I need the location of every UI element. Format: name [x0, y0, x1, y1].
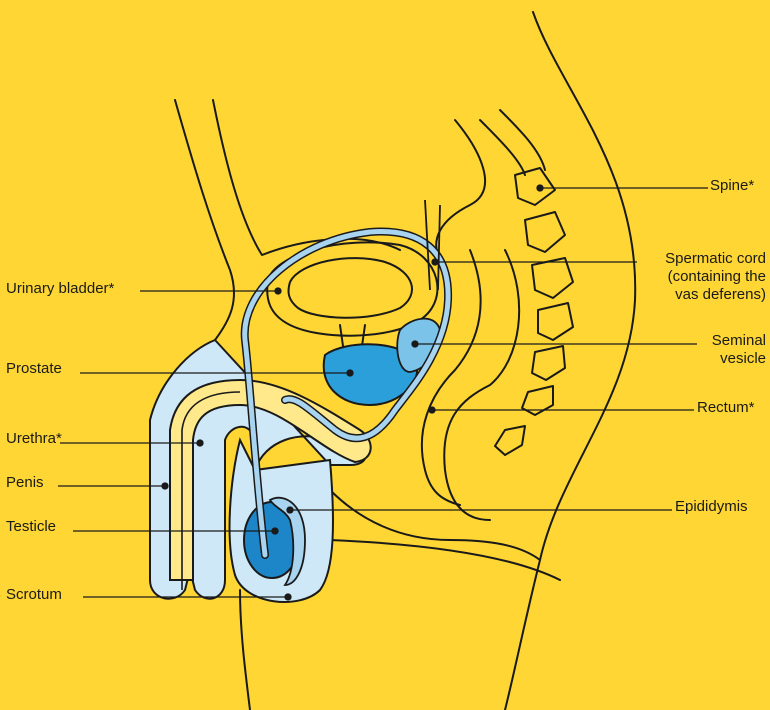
- thigh-outline-2: [330, 540, 560, 580]
- label-epididymis: Epididymis: [675, 498, 748, 516]
- label-testicle: Testicle: [6, 518, 56, 536]
- intestine-curve: [436, 120, 485, 260]
- perineum-outline: [330, 490, 540, 560]
- label-scrotum: Scrotum: [6, 586, 62, 604]
- label-rectum: Rectum*: [697, 399, 755, 417]
- label-spermatic-cord-line1: Spermatic cord: [665, 250, 766, 268]
- spermatic-cord-upper-2: [438, 205, 440, 290]
- label-urethra: Urethra*: [6, 430, 62, 448]
- bladder-inner: [289, 258, 412, 318]
- label-spermatic-cord-line2: (containing the: [665, 268, 766, 286]
- label-spermatic-cord-line3: vas deferens): [665, 286, 766, 304]
- label-penis: Penis: [6, 474, 44, 492]
- label-seminal-vesicle-line1: Seminal: [712, 332, 766, 350]
- abdomen-front-outline: [175, 100, 234, 340]
- label-prostate: Prostate: [6, 360, 62, 378]
- label-spermatic-cord: Spermatic cord (containing the vas defer…: [665, 250, 766, 304]
- spine-vertebrae: [480, 110, 573, 455]
- label-spine: Spine*: [710, 177, 754, 195]
- rectum-outline: [444, 250, 519, 520]
- thigh-outline: [240, 590, 250, 710]
- back-outline: [505, 12, 635, 710]
- label-seminal-vesicle: Seminal vesicle: [712, 332, 766, 368]
- label-seminal-vesicle-line2: vesicle: [712, 350, 766, 368]
- label-urinary-bladder: Urinary bladder*: [6, 280, 114, 298]
